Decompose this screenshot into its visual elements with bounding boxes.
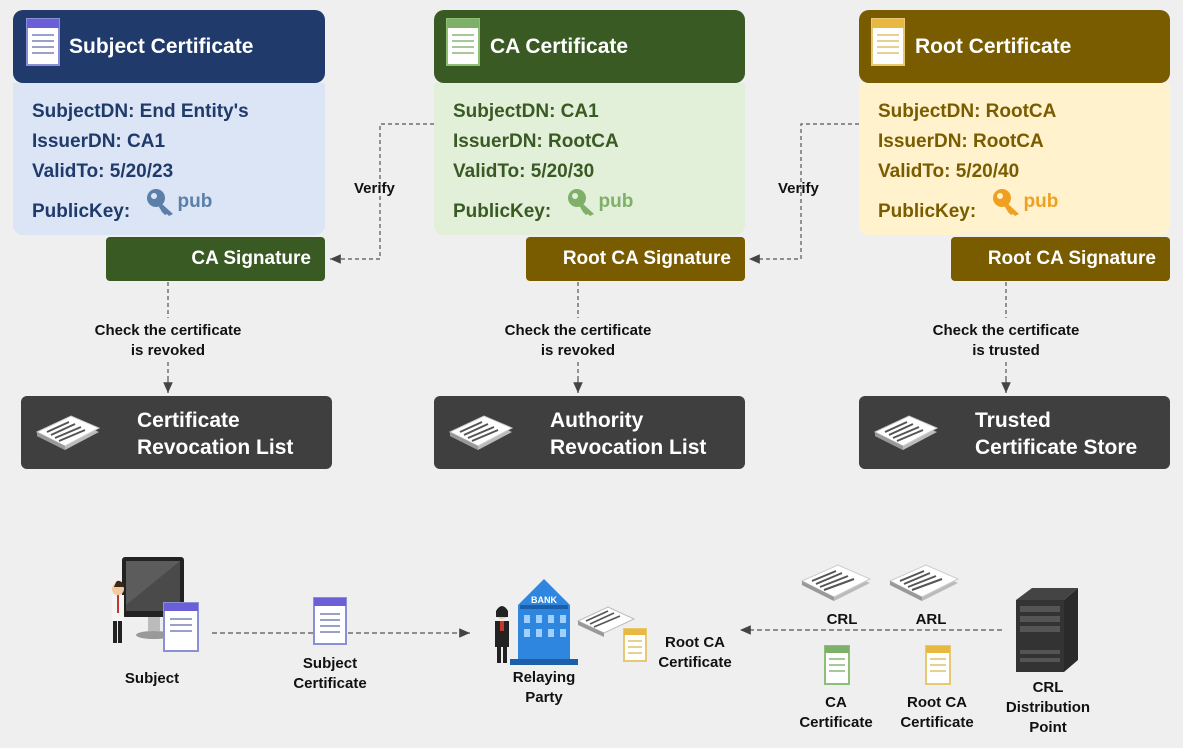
root-certificate-header: Root Certificate xyxy=(859,10,1170,83)
document-stack-icon xyxy=(448,415,514,450)
document-stack-icon xyxy=(35,415,101,450)
store-line-1: Authority xyxy=(550,409,644,432)
check-line-1: Check the certificate xyxy=(504,322,652,339)
check-label-3: Check the certificate is trusted xyxy=(906,321,1106,361)
check-line-2: is revoked xyxy=(540,342,616,359)
root-ca-signature-1: Root CA Signature xyxy=(526,237,745,281)
check-line-2: is trusted xyxy=(972,342,1040,359)
root-ca-certificate-flow-label: Root CA Certificate xyxy=(650,633,740,673)
label-line-2: Party xyxy=(525,689,563,706)
certificate-icon xyxy=(446,18,480,72)
root-ca-signature-2: Root CA Signature xyxy=(951,237,1170,281)
ca-certificate-body: SubjectDN: CA1 IssuerDN: RootCA ValidTo:… xyxy=(434,83,745,235)
check-line-2: is revoked xyxy=(130,342,206,359)
check-line-1: Check the certificate xyxy=(932,322,1080,339)
arl-label: ARL xyxy=(915,611,947,628)
subject-label: Subject xyxy=(124,670,180,687)
server-icon xyxy=(1016,588,1078,672)
arl-document-icon xyxy=(888,564,960,601)
valid-to: ValidTo: 5/20/40 xyxy=(878,161,1020,182)
crl-label: CRL xyxy=(826,611,858,628)
subject-dn: SubjectDN: End Entity's xyxy=(32,101,249,122)
relaying-party-label: Relaying Party xyxy=(494,668,594,708)
label-line-1: CRL xyxy=(1032,679,1064,696)
card-title: Subject Certificate xyxy=(69,34,254,58)
valid-to: ValidTo: 5/20/30 xyxy=(453,161,595,182)
check-label-1: Check the certificate is revoked xyxy=(68,321,268,361)
store-line-2: Revocation List xyxy=(550,436,707,459)
store-line-2: Revocation List xyxy=(137,436,294,459)
label-line-1: Subject xyxy=(302,655,358,672)
root-certificate-body: SubjectDN: RootCA IssuerDN: RootCA Valid… xyxy=(859,83,1170,235)
public-key-row: PublicKey: pub xyxy=(878,187,1170,222)
document-stack-icon xyxy=(873,415,939,450)
public-key-row: PublicKey: pub xyxy=(453,187,745,222)
public-key-label: PublicKey: xyxy=(32,201,131,222)
issuer-dn: IssuerDN: CA1 xyxy=(32,131,166,152)
verify-label-1: Verify xyxy=(354,180,395,197)
issuer-dn: IssuerDN: RootCA xyxy=(878,131,1044,152)
public-key-label: PublicKey: xyxy=(453,201,552,222)
subject-certificate-body: SubjectDN: End Entity's IssuerDN: CA1 Va… xyxy=(13,83,325,235)
label-line-2: Certificate xyxy=(293,675,367,692)
signature-label: Root CA Signature xyxy=(987,248,1156,269)
card-title: Root Certificate xyxy=(915,34,1072,58)
pub-label: pub xyxy=(1023,191,1059,212)
certificate-icon xyxy=(871,18,905,72)
label-line-1: Relaying xyxy=(512,669,576,686)
crl-distribution-point-label: CRL Distribution Point xyxy=(996,678,1100,738)
bank-sign: BANK xyxy=(531,595,557,605)
crl-document-icon xyxy=(800,564,872,601)
ca-certificate-small-icon xyxy=(824,645,850,685)
certificate-icon xyxy=(26,18,60,72)
label-line-1: Root CA xyxy=(907,694,967,711)
store-line-1: Certificate xyxy=(137,409,240,432)
valid-to: ValidTo: 5/20/23 xyxy=(32,161,174,182)
signature-label: Root CA Signature xyxy=(562,248,731,269)
label-line-1: Root CA xyxy=(665,634,725,651)
label-line-2: Certificate xyxy=(799,714,873,731)
key-icon xyxy=(147,189,174,216)
root-ca-certificate-small-label: Root CA Certificate xyxy=(887,693,987,733)
check-line-1: Check the certificate xyxy=(94,322,242,339)
signature-label: CA Signature xyxy=(191,248,311,269)
subject-certificate-label: Subject Certificate xyxy=(280,654,380,694)
public-key-row: PublicKey: pub xyxy=(32,187,325,222)
label-line-2: Certificate xyxy=(658,654,732,671)
key-icon xyxy=(568,189,595,216)
ca-certificate-header: CA Certificate xyxy=(434,10,745,83)
verify-arrow-2 xyxy=(749,123,859,264)
pub-label: pub xyxy=(598,191,634,212)
root-ca-certificate-small-icon xyxy=(925,645,951,685)
authority-revocation-list-box: Authority Revocation List xyxy=(434,396,745,469)
label-line-2: Distribution xyxy=(1005,699,1091,716)
issuer-dn: IssuerDN: RootCA xyxy=(453,131,619,152)
pub-label: pub xyxy=(177,191,213,212)
label-line-2: Certificate xyxy=(900,714,974,731)
store-line-2: Certificate Store xyxy=(975,436,1138,459)
certificate-revocation-list-box: Certificate Revocation List xyxy=(21,396,332,469)
subject-dn: SubjectDN: CA1 xyxy=(453,101,599,122)
ca-signature: CA Signature xyxy=(106,237,325,281)
key-icon xyxy=(993,189,1020,216)
subject-dn: SubjectDN: RootCA xyxy=(878,101,1057,122)
subject-certificate-icon xyxy=(313,597,347,645)
store-line-1: Trusted xyxy=(975,409,1051,432)
public-key-label: PublicKey: xyxy=(878,201,977,222)
verify-label-2: Verify xyxy=(778,180,819,197)
subject-certificate-header: Subject Certificate xyxy=(13,10,325,83)
label-line-3: Point xyxy=(1029,719,1067,736)
relaying-party-bank-icon: BANK xyxy=(495,579,647,665)
check-label-2: Check the certificate is revoked xyxy=(478,321,678,361)
verify-arrow-1 xyxy=(330,123,434,264)
label-line-1: CA xyxy=(825,694,847,711)
ca-certificate-small-label: CA Certificate xyxy=(786,693,886,733)
subject-workstation-icon xyxy=(112,557,199,652)
card-title: CA Certificate xyxy=(490,34,629,58)
trusted-certificate-store-box: Trusted Certificate Store xyxy=(859,396,1170,469)
